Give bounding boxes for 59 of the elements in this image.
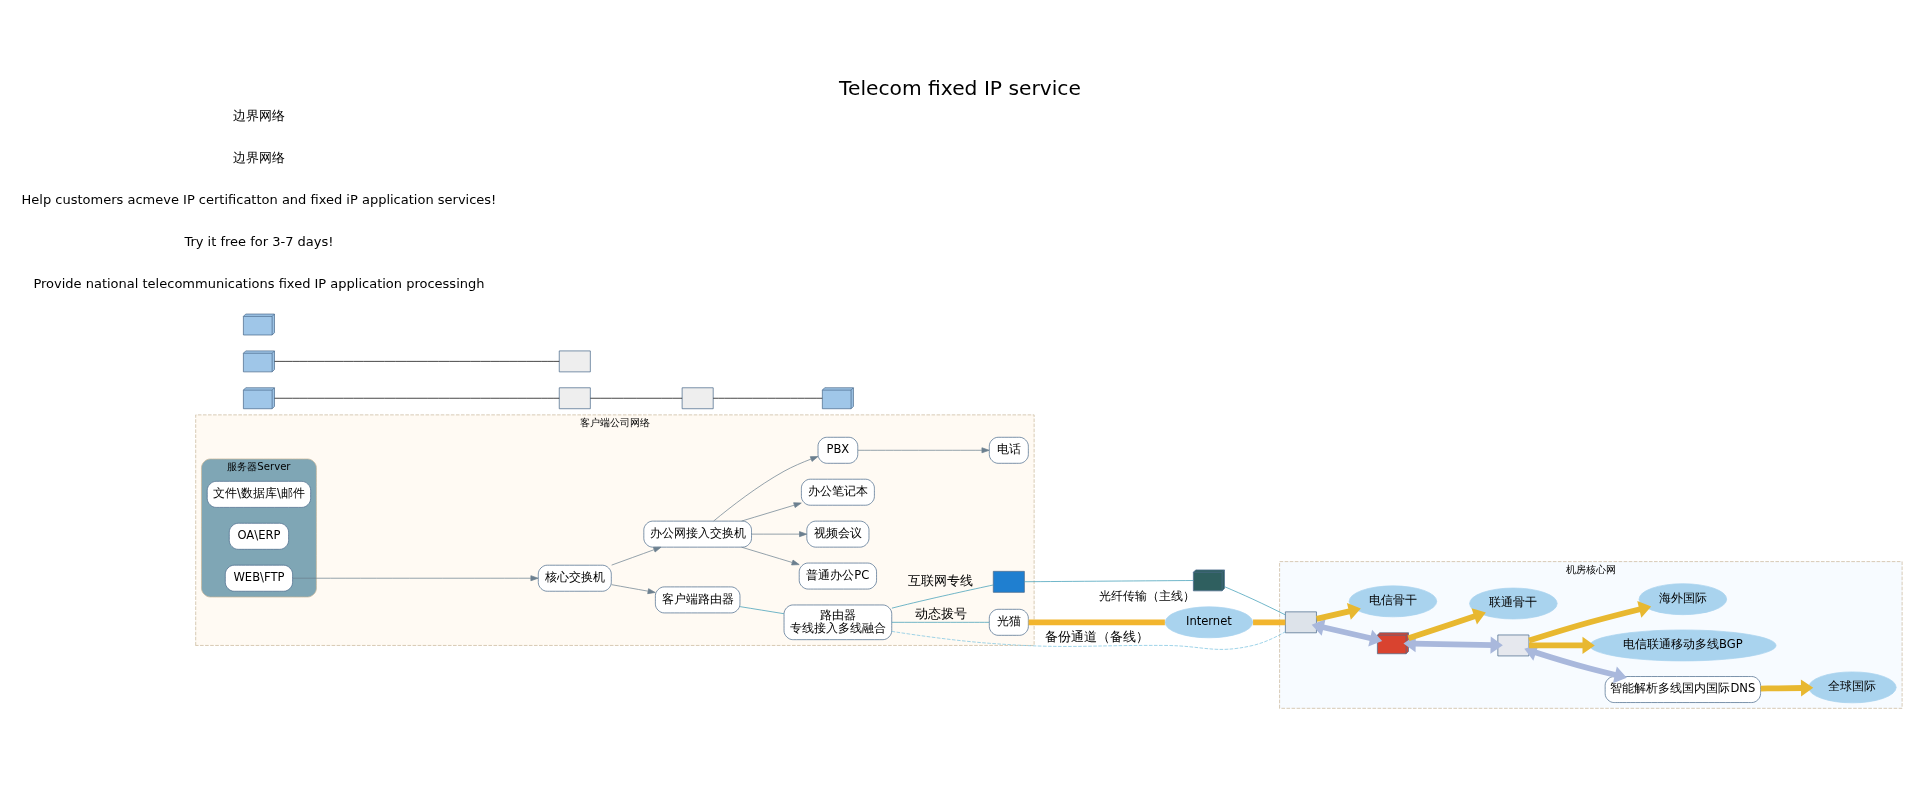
- node-box: [992, 571, 1025, 593]
- arrow: [1407, 608, 1486, 642]
- node-box: [558, 350, 591, 373]
- node-box: OA\ERP: [228, 522, 289, 550]
- edge-label: 互联网专线: [908, 573, 974, 589]
- connector: [274, 361, 560, 362]
- node-box: 客户端路由器: [655, 586, 741, 614]
- node-ellipse: 电信联通移动多线BGP: [1589, 629, 1777, 662]
- node-box: [1285, 611, 1317, 634]
- connector: [1024, 580, 1194, 583]
- node-box: 核心交换机: [537, 564, 612, 592]
- connector: [891, 584, 994, 609]
- connector: [739, 606, 785, 615]
- arrow: [292, 575, 539, 582]
- edge-label: 动态拨号: [914, 606, 967, 622]
- label: Help customers acmeve IP certificatton and fixed iP application services!: [21, 192, 497, 208]
- node-box: 办公网接入交换机: [643, 520, 752, 548]
- arrow: [741, 502, 802, 522]
- node-box: [558, 387, 591, 410]
- connector: [1224, 586, 1286, 616]
- node-box: 办公笔记本: [801, 478, 875, 506]
- arrow: [1760, 679, 1814, 697]
- node-box: 电话: [988, 436, 1029, 464]
- node-box: 智能解析多线国内国际DNS: [1604, 676, 1761, 703]
- label: Provide national telecommunications fixed IP application processingh: [33, 275, 485, 291]
- arrow: [1529, 636, 1595, 655]
- arrow: [741, 546, 800, 566]
- node-box: WEB\FTP: [224, 564, 293, 592]
- node-box: [1497, 634, 1530, 657]
- label: 边界网络: [232, 150, 285, 166]
- connector: [891, 621, 990, 623]
- arrow: [713, 456, 819, 522]
- node-label: 光纤传输（主线）: [1099, 589, 1196, 604]
- arrow: [1524, 644, 1627, 684]
- edge-label: 备份通道（备线）: [1044, 628, 1149, 644]
- node-box: 视频会议: [806, 520, 870, 548]
- label: Try it free for 3-7 days!: [184, 234, 334, 250]
- arrow: [857, 447, 990, 454]
- diagram-title: Telecom fixed IP service: [839, 75, 1081, 100]
- arrow: [611, 584, 656, 595]
- arrow: [1315, 603, 1361, 622]
- node-box: 光猫: [988, 608, 1029, 636]
- arrow: [1528, 601, 1652, 644]
- node-box: 普通办公PC: [798, 562, 877, 590]
- label: 边界网络: [232, 108, 285, 124]
- node-box: 文件\数据库\邮件: [206, 481, 311, 508]
- arrow: [611, 546, 662, 566]
- node-ellipse: 联通骨干: [1469, 587, 1558, 620]
- node-box: [681, 387, 714, 410]
- node-ellipse: 全球国际: [1808, 671, 1897, 704]
- connector: [1253, 619, 1286, 626]
- arrow: [1403, 635, 1503, 654]
- arrow: [1311, 619, 1383, 647]
- node-ellipse: Internet: [1164, 606, 1254, 639]
- connector: [1028, 619, 1165, 626]
- node-box: PBX: [817, 436, 859, 464]
- connector: [891, 631, 1286, 650]
- arrow: [751, 531, 808, 538]
- node-box: 路由器 专线接入多线融合: [783, 604, 893, 640]
